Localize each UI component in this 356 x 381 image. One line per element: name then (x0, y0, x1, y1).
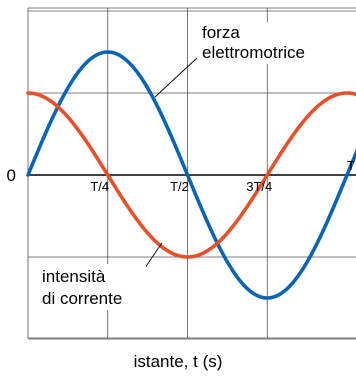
annotation-emf: forza (202, 23, 240, 42)
x-tick-label: 3T/4 (246, 179, 272, 194)
x-axis-label: istante, t (s) (133, 352, 223, 371)
series-line-2 (26, 91, 356, 259)
annotation-current: di corrente (42, 289, 122, 308)
label-bg-current (38, 264, 146, 310)
label-bg-emf (198, 22, 348, 64)
tick-labels: T/4 T/2 3T/4 T 0 (7, 158, 355, 194)
series-lines (26, 50, 356, 300)
series-line-1 (26, 50, 356, 300)
x-tick-label: T (347, 158, 355, 173)
annotation-current: intensità (42, 267, 106, 286)
y-zero-label: 0 (7, 166, 16, 185)
annotation-emf: elettromotrice (202, 43, 305, 62)
leader-line-emf (154, 57, 198, 98)
x-tick-label: T/2 (170, 179, 189, 194)
x-tick-label: T/4 (90, 179, 109, 194)
